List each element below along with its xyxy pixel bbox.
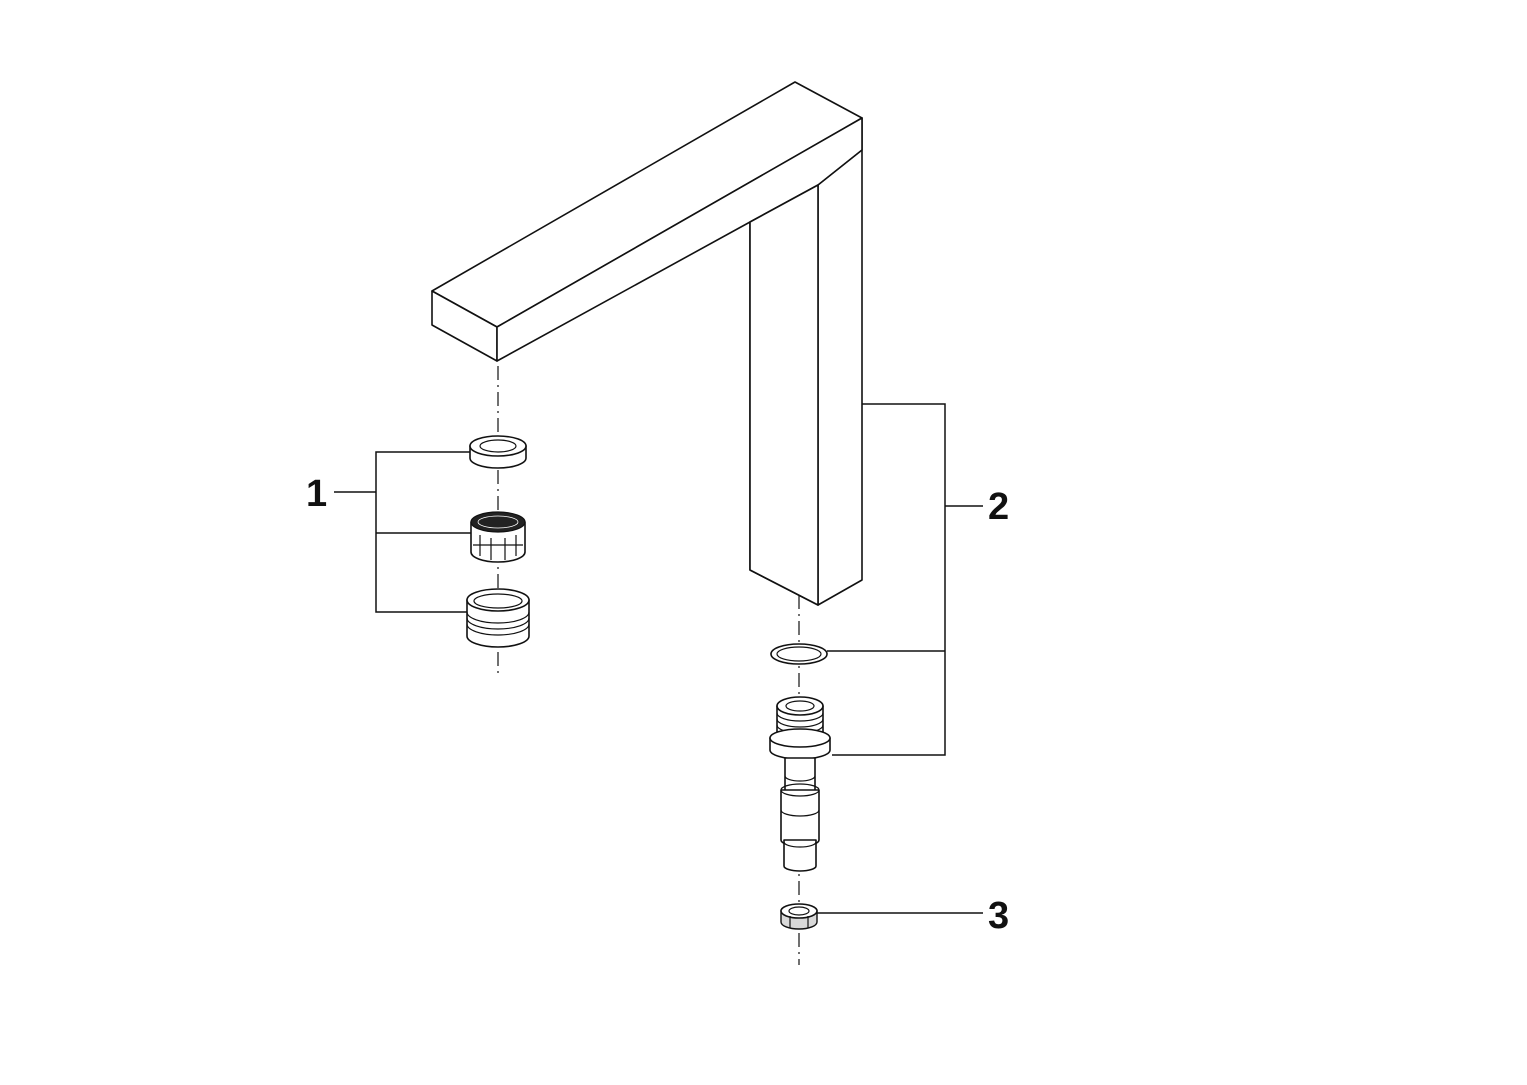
spout-body [431,81,863,606]
nut [780,903,818,930]
aerator-insert [470,511,526,563]
leader-bracket-1 [334,451,471,613]
callout-2: 2 [988,486,1009,528]
aerator-housing [466,588,530,648]
threaded-connector [769,696,831,872]
callout-3: 3 [988,895,1009,937]
callout-1: 1 [306,473,327,515]
aerator-washer [469,435,527,469]
leader-bracket-2 [827,403,983,756]
o-ring [770,643,828,665]
